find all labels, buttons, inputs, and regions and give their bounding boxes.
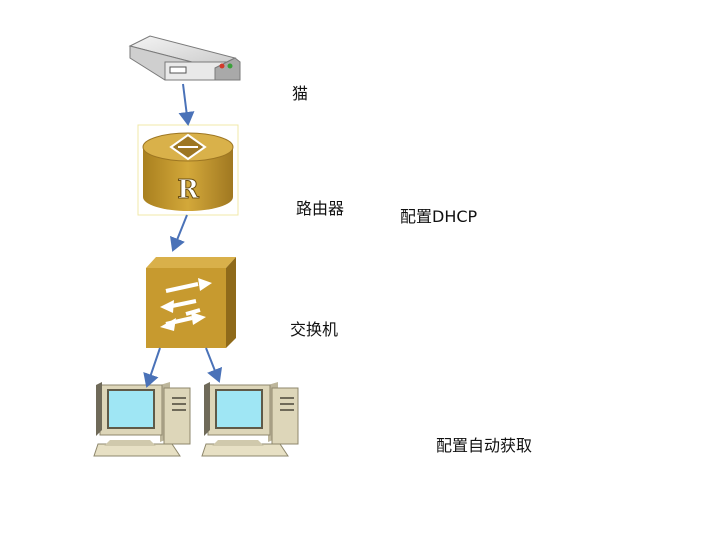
switch-to-pc2-arrow <box>205 347 223 383</box>
desktop-computer-icon <box>93 382 191 457</box>
modem-label: 猫 <box>292 84 309 103</box>
router-config-label: 配置DHCP <box>400 207 478 226</box>
switch-icon <box>146 257 236 348</box>
router-icon: R <box>137 124 239 216</box>
modem-icon <box>128 35 241 81</box>
pc-config-label: 配置自动获取 <box>436 436 533 455</box>
router-badge-letter: R <box>177 175 199 205</box>
router-to-switch-arrow <box>170 214 188 252</box>
switch-to-pc1-arrow <box>143 347 161 388</box>
desktop-computer-icon <box>201 382 299 457</box>
router-label: 路由器 <box>296 199 345 218</box>
modem-to-router-arrow <box>178 83 195 126</box>
switch-label: 交换机 <box>290 320 339 339</box>
